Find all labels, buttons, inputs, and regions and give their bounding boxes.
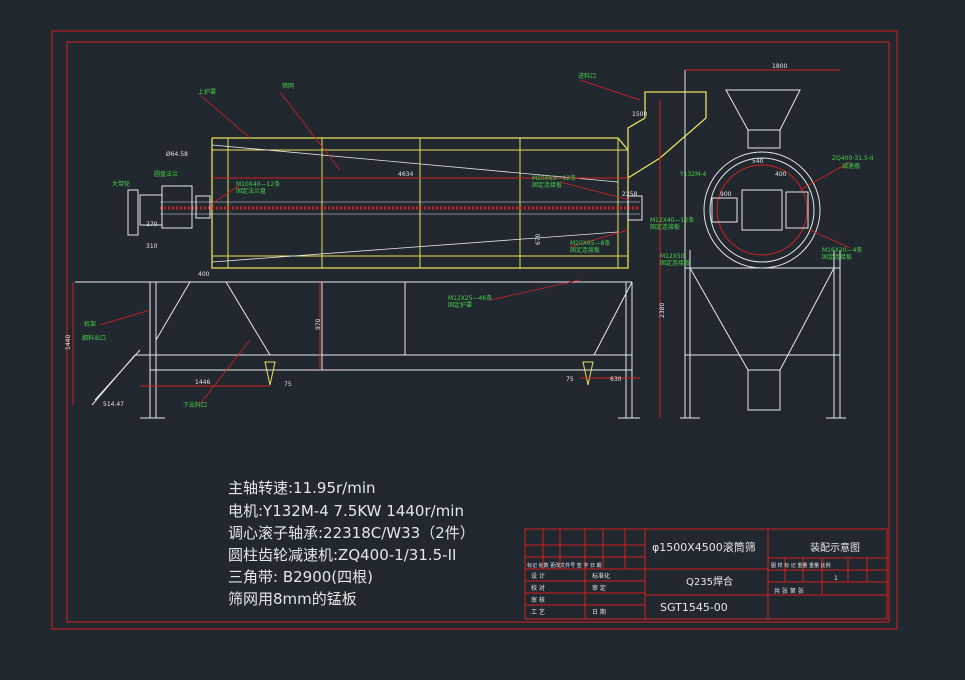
label-side8: 减速器	[842, 162, 860, 170]
dim-900: 900	[720, 191, 732, 198]
label-bolt1: M10X40—12条	[236, 180, 280, 188]
title-block	[524, 528, 888, 620]
dim-670: 670	[535, 233, 542, 245]
dim-400b: 400	[775, 171, 787, 178]
label-side3: 固定连接板	[532, 181, 562, 189]
label-fine-outlet: 细料出口	[82, 334, 106, 342]
label-side4: 固定连接板	[570, 246, 600, 254]
drum-circle	[703, 151, 821, 269]
tb-material: Q235焊合	[686, 575, 733, 588]
dim-1500: 1500	[632, 111, 647, 118]
tb-design: 设 计	[531, 572, 545, 580]
tb-hdr-left: 标记 处数 更改文件号 签 字 日 期	[527, 562, 602, 569]
dim-270: 270	[146, 221, 158, 228]
label-feed-port: 进料口	[578, 72, 596, 80]
tb-drawing-title: 装配示意图	[810, 541, 860, 554]
tb-drawing-no: SGT1545-00	[660, 601, 728, 614]
tb-product-name: φ1500X4500滚筒筛	[652, 540, 756, 554]
dim-564: Ø64.58	[166, 151, 188, 158]
label-bolt7: M12X50	[660, 253, 685, 260]
leader-lines	[99, 79, 851, 405]
dim-2380: 2380	[659, 303, 666, 318]
label-bolt8: Y132M-4	[679, 171, 706, 178]
tb-sheet-hdr: 图 样 标 记 重量 重量 比例	[771, 562, 831, 569]
dim-540: 540	[752, 158, 764, 165]
label-bolt5: M12X25—46条	[448, 294, 492, 302]
dim-75: 75	[566, 376, 574, 383]
label-side2: 圆盘法兰	[154, 170, 178, 178]
dim-1446: 1446	[195, 379, 210, 386]
tb-check: 校 对	[531, 584, 545, 592]
dim-1440: 1440	[65, 335, 72, 350]
label-bolt9: ZQ400-31.5-II	[832, 155, 874, 162]
label-screen: 筛网	[282, 82, 294, 90]
dim-310: 310	[146, 243, 158, 250]
spec-motor: 电机:Y132M-4 7.5KW 1440r/min	[228, 502, 464, 520]
end-view	[680, 69, 846, 419]
side-view	[72, 91, 707, 419]
tb-standard: 标准化	[592, 572, 610, 580]
dim-body-len: 4634	[398, 171, 413, 178]
dim-51447: 514.47	[103, 401, 124, 408]
spec-reducer: 圆柱齿轮减速机:ZQ400-1/31.5-II	[228, 546, 457, 564]
dim-630: 630	[610, 376, 622, 383]
tb-scale-val: 1	[834, 575, 838, 582]
tb-review: 审 核	[531, 596, 545, 604]
label-side1: 固定法兰盘	[236, 187, 266, 195]
label-bolt2: M20X65—12条	[532, 174, 576, 182]
inner-border	[66, 41, 890, 623]
dim-400: 400	[198, 271, 210, 278]
label-bolt4: M12X40—12条	[650, 216, 694, 224]
dim-970: 970	[315, 318, 322, 330]
spec-screen: 筛网用8mm的锰板	[228, 590, 357, 608]
dim-top-width: 1800	[772, 63, 787, 70]
label-frame: 机架	[84, 320, 96, 328]
spec-speed: 主轴转速:11.95r/min	[228, 479, 376, 497]
spec-bearing: 调心滚子轴承:22318C/W33（2件）	[228, 524, 475, 542]
label-motor: 大带轮	[112, 180, 130, 188]
label-upper-cover: 上护罩	[198, 88, 216, 96]
label-side5: 固定护罩	[448, 301, 472, 309]
label-side9: 固定连接板	[650, 223, 680, 231]
tb-approve: 审 定	[592, 584, 606, 592]
outer-border	[51, 30, 898, 630]
label-bolt3: M20X65—8条	[570, 239, 610, 247]
dim-75b: 75	[284, 381, 292, 388]
feed-hopper	[627, 91, 707, 179]
tb-sheet-line: 共 张 第 张	[774, 587, 804, 595]
dim-2258: 2258	[622, 191, 637, 198]
label-side6: 固定连接板	[660, 259, 690, 267]
label-bolt6: M16X20—4条	[822, 246, 862, 254]
label-side7: 固定连接板	[822, 253, 852, 261]
end-hopper	[725, 89, 801, 131]
tb-date: 日 期	[592, 608, 606, 616]
label-coarse-outlet: 下出料口	[183, 401, 207, 409]
pulley	[127, 189, 139, 236]
spec-belt: 三角带: B2900(四根)	[228, 568, 373, 586]
tb-process: 工 艺	[531, 608, 545, 616]
